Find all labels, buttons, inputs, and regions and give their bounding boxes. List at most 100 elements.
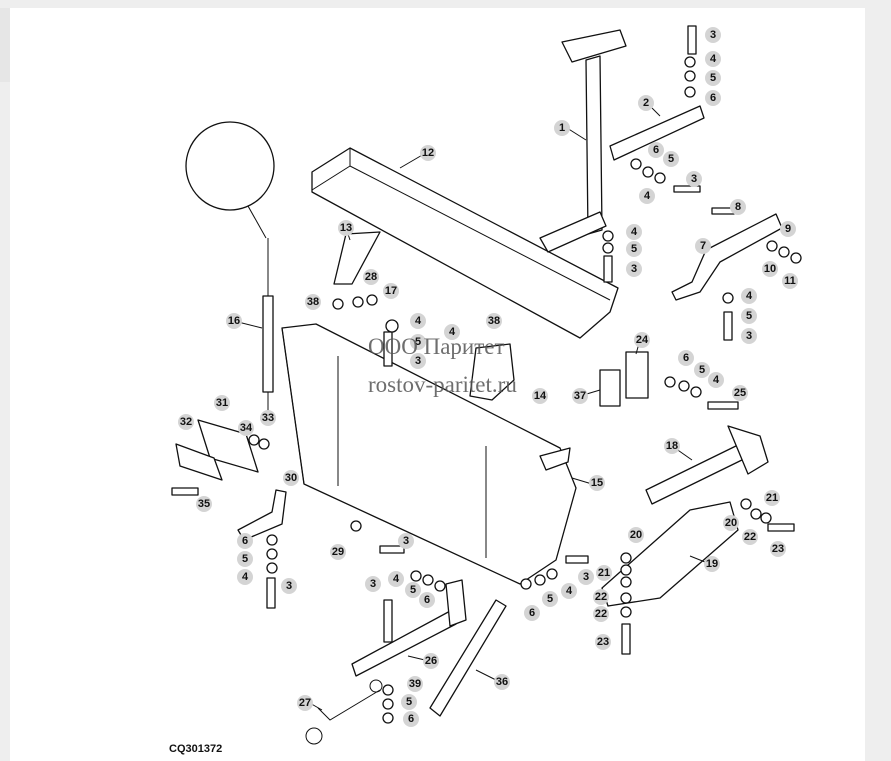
svg-text:5: 5 <box>242 553 248 565</box>
callout-8: 8 <box>730 199 746 215</box>
part-31-bracket <box>197 419 259 473</box>
svg-text:6: 6 <box>683 352 689 364</box>
svg-text:22: 22 <box>595 608 607 620</box>
svg-text:5: 5 <box>668 153 674 165</box>
callout-15: 15 <box>589 475 605 491</box>
svg-text:18: 18 <box>666 440 678 452</box>
callout-5a: 5 <box>705 70 721 86</box>
callout-6e: 6 <box>419 592 435 608</box>
callout-28: 28 <box>363 269 379 285</box>
callout-6f: 6 <box>524 605 540 621</box>
svg-text:13: 13 <box>340 222 352 234</box>
callout-3e: 3 <box>410 353 426 369</box>
svg-text:4: 4 <box>242 571 249 583</box>
svg-text:32: 32 <box>180 416 192 428</box>
callout-6b: 6 <box>648 142 664 158</box>
svg-text:3: 3 <box>691 173 697 185</box>
callout-34: 34 <box>238 420 254 436</box>
svg-text:21: 21 <box>598 567 610 579</box>
part-7-bracket <box>671 213 783 301</box>
callout-20b: 20 <box>628 527 644 543</box>
svg-text:5: 5 <box>415 336 421 348</box>
svg-text:6: 6 <box>424 594 430 606</box>
part-1-support <box>585 55 603 235</box>
callout-1: 1 <box>554 120 570 136</box>
svg-text:1: 1 <box>559 122 565 134</box>
callout-5i: 5 <box>542 591 558 607</box>
svg-text:22: 22 <box>595 591 607 603</box>
svg-text:9: 9 <box>785 223 791 235</box>
svg-text:5: 5 <box>406 696 412 708</box>
part-13-bracket <box>333 231 381 285</box>
watermark-line-2: rostov-paritet.ru <box>368 372 517 397</box>
callout-6g: 6 <box>403 711 419 727</box>
svg-text:20: 20 <box>630 529 642 541</box>
callout-38b: 38 <box>486 313 502 329</box>
callout-21a: 21 <box>764 490 780 506</box>
svg-text:8: 8 <box>735 201 741 213</box>
svg-text:4: 4 <box>415 315 422 327</box>
callout-14: 14 <box>532 388 548 404</box>
callout-22a: 22 <box>742 529 758 545</box>
callout-35: 35 <box>196 496 212 512</box>
part-32-bracket <box>175 443 223 481</box>
svg-text:10: 10 <box>764 263 776 275</box>
callout-4e: 4 <box>410 313 426 329</box>
svg-text:29: 29 <box>332 546 344 558</box>
callout-6d: 6 <box>237 533 253 549</box>
svg-text:3: 3 <box>746 330 752 342</box>
part-30-bracket <box>237 489 287 541</box>
callout-22b: 22 <box>593 589 609 605</box>
svg-text:19: 19 <box>706 558 718 570</box>
callout-5f: 5 <box>694 362 710 378</box>
callout-39: 39 <box>407 676 423 692</box>
callout-16: 16 <box>226 313 242 329</box>
callout-4d: 4 <box>741 288 757 304</box>
part-36-strut <box>429 599 507 717</box>
svg-text:27: 27 <box>299 697 311 709</box>
callout-32: 32 <box>178 414 194 430</box>
callout-36: 36 <box>494 674 510 690</box>
svg-text:25: 25 <box>734 387 746 399</box>
callout-3g: 3 <box>281 578 297 594</box>
callout-38a: 38 <box>305 294 321 310</box>
svg-text:23: 23 <box>772 543 784 555</box>
svg-text:5: 5 <box>746 310 752 322</box>
svg-text:4: 4 <box>713 374 720 386</box>
svg-text:4: 4 <box>710 53 717 65</box>
svg-text:6: 6 <box>653 144 659 156</box>
callout-9: 9 <box>780 221 796 237</box>
callout-3h: 3 <box>365 576 381 592</box>
svg-text:5: 5 <box>410 584 416 596</box>
callout-6a: 6 <box>705 90 721 106</box>
svg-text:6: 6 <box>710 92 716 104</box>
callout-25: 25 <box>732 385 748 401</box>
svg-text:6: 6 <box>408 713 414 725</box>
callout-4f: 4 <box>444 324 460 340</box>
callout-4g: 4 <box>708 372 724 388</box>
callout-27: 27 <box>297 695 313 711</box>
svg-text:2: 2 <box>643 97 649 109</box>
callout-18: 18 <box>664 438 680 454</box>
svg-text:4: 4 <box>631 226 638 238</box>
part-15-panel <box>281 323 577 585</box>
callout-11: 11 <box>782 273 798 289</box>
svg-text:4: 4 <box>393 573 400 585</box>
svg-text:11: 11 <box>784 275 796 287</box>
svg-text:15: 15 <box>591 477 603 489</box>
svg-text:14: 14 <box>534 390 547 402</box>
callout-19: 19 <box>704 556 720 572</box>
svg-text:3: 3 <box>415 355 421 367</box>
callout-7: 7 <box>695 238 711 254</box>
svg-text:6: 6 <box>529 607 535 619</box>
left-edge-strip <box>0 8 10 82</box>
svg-text:5: 5 <box>631 243 637 255</box>
callout-23a: 23 <box>770 541 786 557</box>
part-37-block <box>599 369 621 407</box>
callout-26: 26 <box>423 653 439 669</box>
callout-5c: 5 <box>626 241 642 257</box>
callout-5d: 5 <box>741 308 757 324</box>
svg-text:3: 3 <box>370 578 376 590</box>
svg-text:3: 3 <box>631 263 637 275</box>
